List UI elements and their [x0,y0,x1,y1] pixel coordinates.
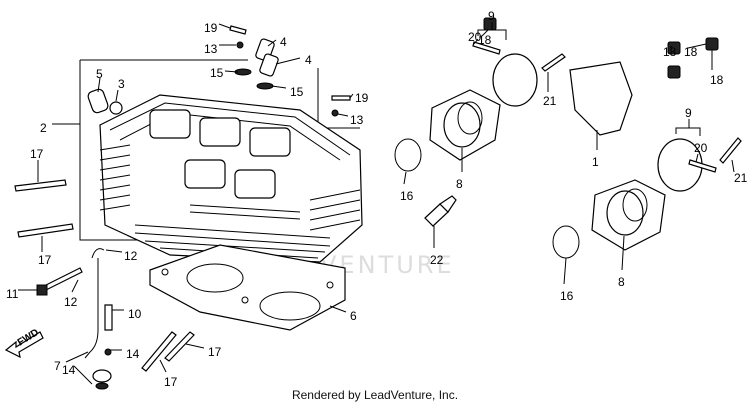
callout-number: 17 [30,147,44,161]
callout-number: 15 [210,66,224,80]
stud-screw-right [719,137,742,164]
callout-number: 5 [96,67,103,81]
leader-line [349,93,354,99]
leader-line [185,343,205,349]
callout-number: 13 [350,113,364,127]
callout-number: 18 [684,45,698,59]
stud-bolts-lower [141,331,195,372]
callout-number: 21 [734,171,748,185]
union-bolt [104,304,113,331]
o-ring-right [552,225,580,259]
leader-line [731,159,735,173]
cylinder-head [99,94,363,263]
bolt [36,267,83,296]
leader-line [687,43,707,49]
callout-number: 16 [560,289,574,303]
insulator-band-left [492,53,538,107]
callout-number: 10 [128,307,142,321]
leader-line [481,29,489,37]
leader-line [271,85,287,89]
callout-number: 14 [126,347,140,361]
callout-number: 19 [355,91,369,105]
callout-number: 13 [204,42,218,56]
callout-number: 3 [118,77,125,91]
carburetor-insulator-left [429,89,501,161]
valve-guide [87,88,109,114]
callout-number: 4 [305,53,312,67]
band-screw [472,41,501,55]
tappet-fittings [229,25,279,90]
leader-line [669,45,673,49]
callout-number: 9 [488,9,495,23]
caps [483,17,719,79]
callout-number: 12 [64,295,78,309]
leader-line [695,153,699,163]
callout-number: 22 [430,253,444,267]
callout-number: 9 [685,106,692,120]
callout-number: 11 [6,287,19,301]
callout-number: 8 [618,275,625,289]
callout-number: 15 [290,85,304,99]
callout-number: 12 [124,249,138,263]
leader-line [73,365,93,385]
callout-number: 17 [208,345,222,359]
leader-line [65,351,89,363]
callout-number: 16 [400,189,414,203]
head-gasket [149,244,346,331]
leader-line [337,113,349,117]
callout-labels: 1234456788991011121213131414151516161717… [6,9,748,389]
leader-line [159,359,167,373]
sealing-washer [104,348,112,356]
leader-line [97,77,101,93]
leader-line [218,23,231,29]
callout-number: 17 [38,253,52,267]
leader-line [473,38,479,45]
leader-line [275,57,301,65]
tappet-fittings-right [331,95,351,117]
o-ring [109,101,123,115]
leader-line [115,89,119,102]
spark-plug [424,195,457,227]
callout-number: 7 [54,359,61,373]
bracket-leader [675,119,701,136]
leader-line [71,279,79,293]
band-screw-right [688,159,717,173]
bracket-leader [477,22,507,40]
render-credit: Rendered by LeadVenture, Inc. [291,388,459,402]
callout-number: 18 [478,33,492,47]
callout-number: 19 [204,21,218,35]
forward-arrow: FWD [4,327,44,359]
callout-number: 14 [62,363,76,377]
callout-number: 2 [40,121,47,135]
stud-bolts-left [14,179,74,238]
stud-screw [541,53,566,72]
callout-number: 6 [350,309,357,323]
callout-number: 20 [468,30,482,44]
callout-number: 21 [543,94,557,108]
leader-line [329,305,347,313]
callout-number: 18 [710,73,724,87]
leader-line [224,70,239,73]
leader-line [621,235,625,271]
oil-pipe [84,248,112,390]
callout-number: 18 [663,45,677,59]
leader-line [563,257,567,285]
intake-plate [569,61,633,136]
callout-number: 20 [694,141,708,155]
carburetor-insulator-right [591,179,666,251]
leader-line [105,249,123,253]
callout-number: 17 [164,375,178,389]
leader-lines [18,22,735,385]
o-ring-left [394,138,422,172]
callout-number: 1 [592,155,599,169]
leader-line [403,171,407,185]
callout-number: 4 [280,35,287,49]
leader-line [267,39,277,47]
callout-number: 8 [456,177,463,191]
